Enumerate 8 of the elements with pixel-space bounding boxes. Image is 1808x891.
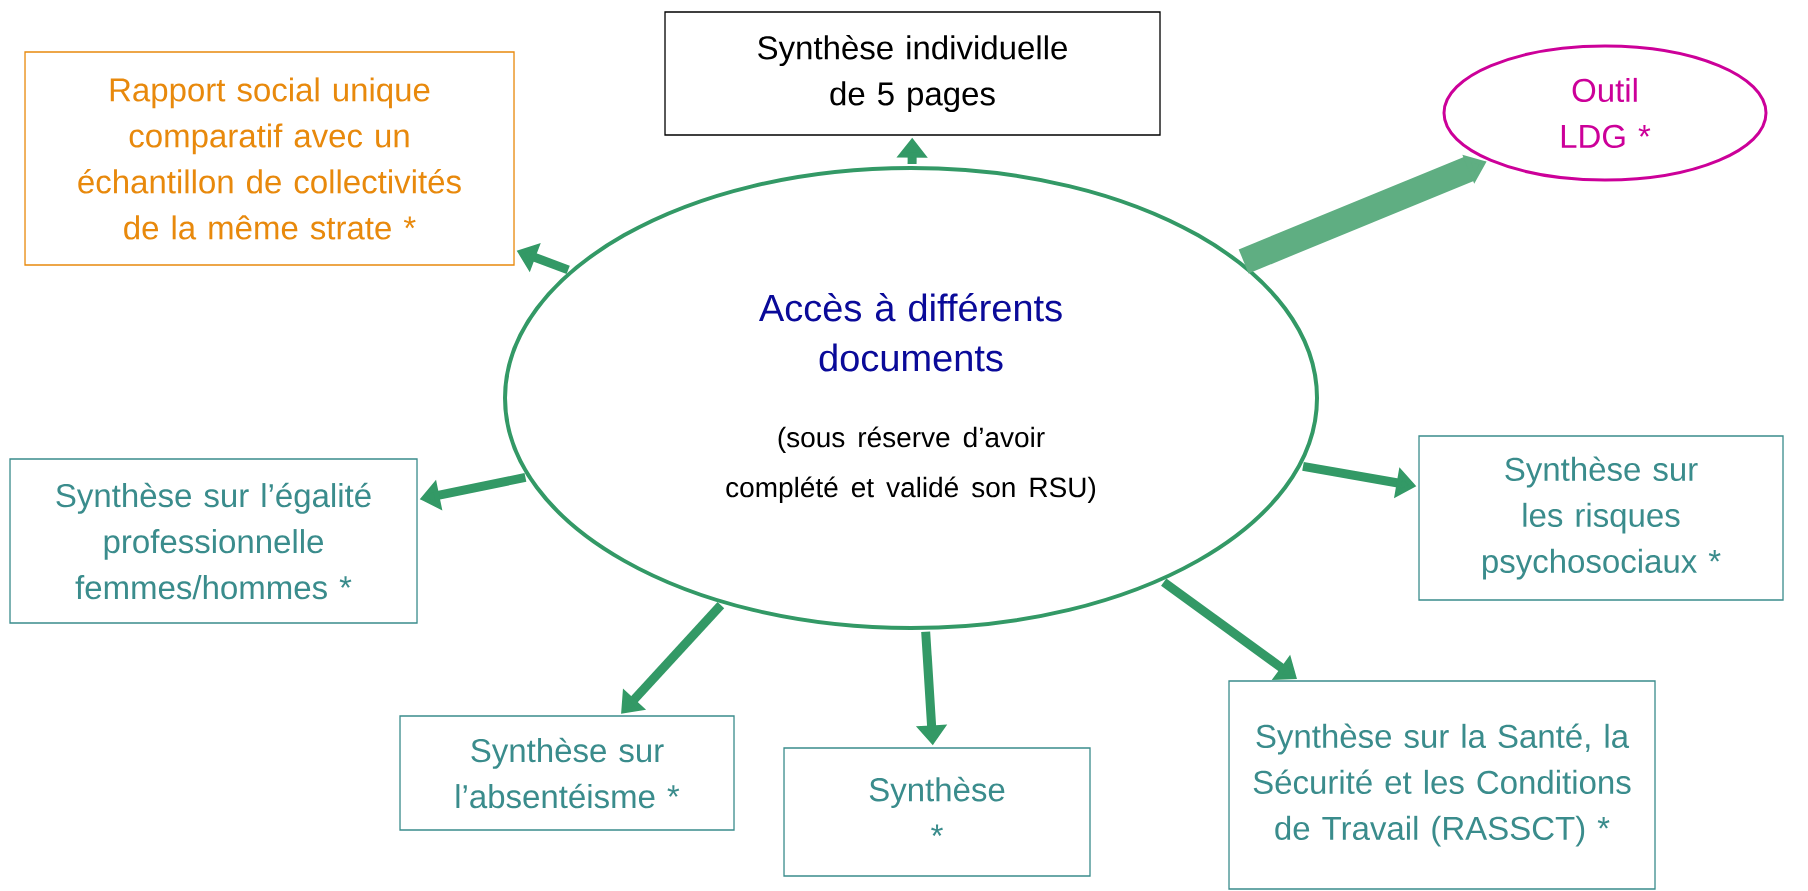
text-box: Synthèse *	[783, 747, 1091, 877]
text-box: Synthèse sur les risques psychosociaux *	[1418, 435, 1784, 601]
text-box: Synthèse individuelle de 5 pages	[664, 11, 1161, 136]
text-box: Synthèse sur l’absentéisme *	[399, 715, 735, 831]
arrow	[621, 602, 725, 714]
text-box: Synthèse sur la Santé, la Sécurité et les Conditions de Travail (RASSCT) *	[1228, 680, 1656, 890]
text-box: Synthèse sur l’égalité professionnelle femmes/hommes *	[9, 458, 418, 624]
text-box: Rapport social unique comparatif avec un échantillon de collectivités de la même strate *	[24, 51, 515, 266]
